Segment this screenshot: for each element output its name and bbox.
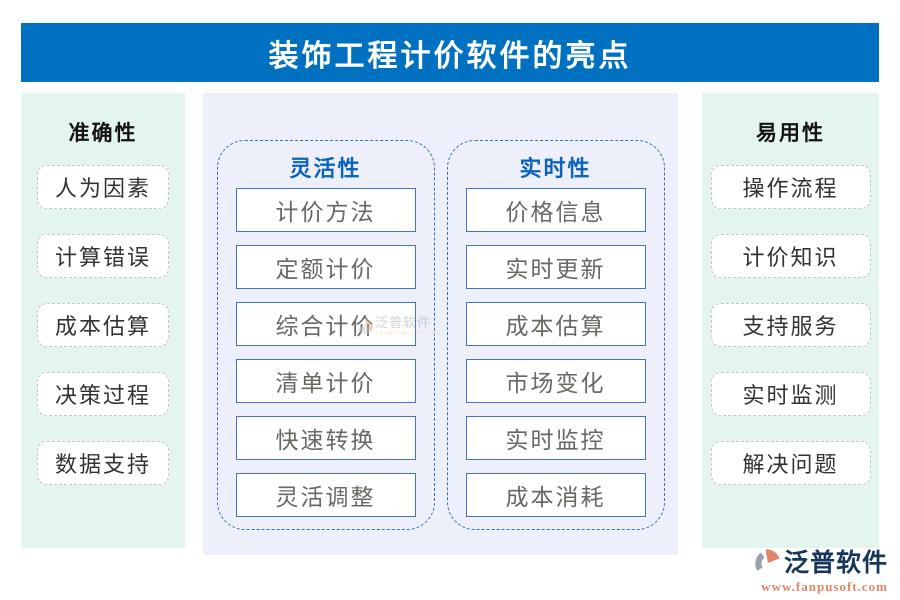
- accuracy-node-cost-estimate: 成本估算: [37, 303, 169, 347]
- realtime-group: 实时性 价格信息 实时更新 成本估算 市场变化 实时监控 成本消耗: [446, 140, 665, 530]
- usability-node-problem-solving: 解决问题: [710, 441, 871, 485]
- realtime-node-market-change: 市场变化: [465, 359, 646, 403]
- fanpu-logo-icon: [755, 549, 780, 571]
- realtime-group-title: 实时性: [519, 156, 592, 181]
- center-panel: 灵活性 计价方法 定额计价 综合计价 清单计价 快速转换 灵活调整 实时性 价格…: [203, 93, 678, 555]
- flexibility-node-comprehensive-pricing: 综合计价: [235, 302, 416, 346]
- flexibility-node-fast-convert: 快速转换: [235, 416, 416, 460]
- vendor-url[interactable]: www.fanpusoft.com: [761, 579, 888, 594]
- vendor-logo: 泛普软件 www.fanpusoft.com: [753, 549, 888, 593]
- usability-panel: 易用性 操作流程 计价知识 支持服务 实时监测 解决问题: [702, 93, 879, 548]
- flexibility-node-quota-pricing: 定额计价: [235, 245, 416, 289]
- accuracy-panel: 准确性 人为因素 计算错误 成本估算 决策过程 数据支持: [21, 93, 185, 548]
- usability-node-operation-flow: 操作流程: [710, 165, 871, 209]
- accuracy-node-calc-error: 计算错误: [37, 234, 169, 278]
- usability-node-pricing-knowledge: 计价知识: [710, 234, 871, 278]
- realtime-node-cost-estimate: 成本估算: [465, 302, 646, 346]
- title-banner: 装饰工程计价软件的亮点: [21, 23, 879, 82]
- flexibility-group: 灵活性 计价方法 定额计价 综合计价 清单计价 快速转换 灵活调整: [216, 140, 435, 530]
- realtime-node-price-info: 价格信息: [465, 188, 646, 232]
- flexibility-group-title: 灵活性: [289, 156, 362, 181]
- realtime-node-cost-consumption: 成本消耗: [465, 473, 646, 517]
- page-title: 装饰工程计价软件的亮点: [268, 39, 632, 73]
- usability-node-realtime-monitoring: 实时监测: [710, 372, 871, 416]
- usability-node-support-service: 支持服务: [710, 303, 871, 347]
- flexibility-node-flexible-adjust: 灵活调整: [235, 473, 416, 517]
- usability-panel-title: 易用性: [756, 121, 825, 145]
- vendor-name: 泛普软件: [783, 548, 888, 577]
- accuracy-node-human-factor: 人为因素: [37, 165, 169, 209]
- flexibility-node-pricing-method: 计价方法: [235, 188, 416, 232]
- vendor-logo-row: 泛普软件: [753, 549, 888, 577]
- realtime-node-live-monitor: 实时监控: [465, 416, 646, 460]
- flexibility-node-list-pricing: 清单计价: [235, 359, 416, 403]
- accuracy-node-decision-process: 决策过程: [37, 372, 169, 416]
- realtime-node-live-update: 实时更新: [465, 245, 646, 289]
- accuracy-node-data-support: 数据支持: [37, 441, 169, 485]
- accuracy-panel-title: 准确性: [68, 121, 138, 145]
